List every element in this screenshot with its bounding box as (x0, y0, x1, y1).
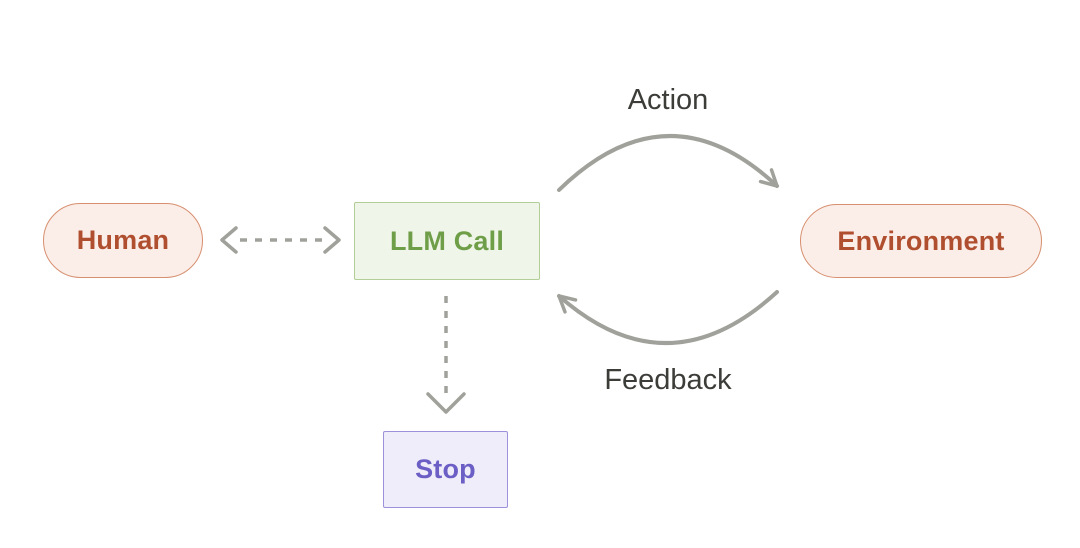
action-edge-label: Action (627, 84, 709, 116)
human-llm-dashed-arrow (220, 226, 341, 254)
node-llm-call-label: LLM Call (389, 225, 505, 256)
llm-stop-dashed-arrow (426, 296, 466, 414)
node-environment-label: Environment (837, 225, 1005, 256)
feedback-arrow (557, 290, 779, 345)
node-stop: Stop (383, 431, 508, 508)
node-environment: Environment (800, 204, 1042, 278)
node-llm-call: LLM Call (354, 202, 540, 280)
action-arrow (557, 134, 779, 192)
node-human-label: Human (76, 225, 170, 255)
node-stop-label: Stop (415, 454, 476, 484)
node-human: Human (43, 203, 203, 278)
feedback-edge-label: Feedback (604, 364, 732, 396)
